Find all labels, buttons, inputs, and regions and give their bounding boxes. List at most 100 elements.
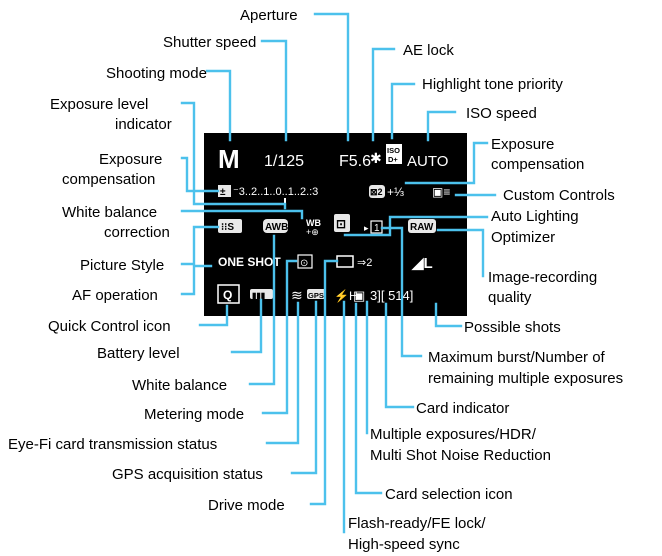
leader-aperture bbox=[313, 12, 350, 142]
label-exp-comp-left-2: compensation bbox=[62, 171, 155, 188]
leader-exp-level bbox=[180, 101, 287, 210]
screen-mode: M bbox=[218, 144, 240, 174]
screen-awb-text: AWB bbox=[265, 222, 288, 233]
screen-eyefi: ≋ bbox=[291, 287, 303, 303]
screen-exp-scale: ⁻3..2..1..0..1..2.:3 bbox=[233, 186, 318, 198]
label-image-quality-1: Image-recording bbox=[488, 269, 597, 286]
leader-lines bbox=[180, 12, 497, 534]
screen-q-icon bbox=[217, 284, 240, 304]
screen-comp-icon-text: ⊠2 bbox=[370, 187, 383, 197]
leader-shutter bbox=[260, 39, 288, 142]
screen-exp-icon bbox=[218, 185, 231, 197]
screen-af: ONE SHOT bbox=[218, 255, 281, 269]
screen-iso-badge bbox=[386, 144, 402, 164]
screen-iso-badge-bottom: D+ bbox=[388, 155, 398, 164]
leader-wb-corr bbox=[180, 209, 304, 220]
screen-metering bbox=[297, 254, 313, 269]
leader-white-balance bbox=[248, 234, 276, 386]
screen-iso-badge-top: ISO bbox=[387, 146, 400, 155]
label-gps: GPS acquisition status bbox=[112, 466, 263, 483]
leader-picture-style bbox=[180, 225, 220, 266]
screen-burst-arrow: ▸ bbox=[364, 223, 369, 233]
screen-battery-text: ▮▮▮ bbox=[252, 291, 265, 300]
leader-gps bbox=[290, 300, 318, 475]
label-metering-mode: Metering mode bbox=[144, 406, 244, 423]
label-exp-comp-right-1: Exposure bbox=[491, 136, 554, 153]
leader-metering bbox=[261, 259, 298, 415]
screen-iso-value: AUTO bbox=[407, 153, 448, 170]
screen-wb-corr-sub: +⊕ bbox=[306, 227, 319, 237]
screen-gps bbox=[307, 289, 326, 299]
label-battery-level: Battery level bbox=[97, 345, 180, 362]
label-max-burst-2: remaining multiple exposures bbox=[428, 370, 623, 387]
label-exposure-level-1: Exposure level bbox=[50, 96, 148, 113]
label-exp-comp-right-2: compensation bbox=[491, 156, 584, 173]
screen-picture-style-text: ⁝⁝S bbox=[221, 222, 234, 233]
leader-mode bbox=[205, 69, 232, 142]
screen-battery bbox=[250, 289, 273, 299]
label-aperture: Aperture bbox=[240, 7, 298, 24]
leader-battery bbox=[230, 298, 263, 354]
label-alo-1: Auto Lighting bbox=[491, 208, 579, 225]
label-wb-correction-1: White balance bbox=[62, 204, 157, 221]
label-white-balance: White balance bbox=[132, 377, 227, 394]
screen-ae-lock: ✱ bbox=[370, 150, 382, 166]
screen-custom-icon: ▣≡ bbox=[432, 185, 450, 199]
leader-highlight bbox=[390, 82, 416, 140]
leader-exp-comp-left bbox=[180, 156, 220, 193]
leader-af bbox=[180, 264, 213, 296]
screen-q-text: Q bbox=[223, 288, 232, 302]
screen-card: ⇒2 bbox=[357, 257, 372, 269]
label-card-selection: Card selection icon bbox=[385, 486, 513, 503]
leader-exp-comp-right bbox=[404, 141, 489, 185]
leader-ae-lock bbox=[371, 47, 396, 142]
screen-metering-text: ⊙ bbox=[300, 258, 308, 269]
screen-shutter: 1/125 bbox=[264, 153, 304, 170]
screen-raw-text: RAW bbox=[410, 222, 434, 233]
label-image-quality-2: quality bbox=[488, 289, 532, 306]
label-drive-mode: Drive mode bbox=[208, 497, 285, 514]
screen-remaining: 3][ 514] bbox=[370, 288, 413, 303]
leader-iso bbox=[426, 110, 457, 142]
screen-comp-value: +⅓ bbox=[387, 185, 404, 199]
screen-picture-style bbox=[218, 219, 242, 233]
leader-quality bbox=[436, 228, 485, 278]
label-possible-shots: Possible shots bbox=[464, 319, 561, 336]
screen-exp-icon-text: ± bbox=[220, 187, 226, 198]
leader-possible bbox=[434, 302, 463, 328]
leader-drive bbox=[309, 259, 339, 506]
screen-gps-text: GPS bbox=[308, 291, 324, 300]
label-iso-speed: ISO speed bbox=[466, 105, 537, 122]
leader-card-indicator bbox=[384, 302, 415, 409]
leader-card-selection bbox=[354, 302, 383, 495]
label-card-indicator: Card indicator bbox=[416, 400, 509, 417]
leader-eyefi bbox=[265, 301, 300, 445]
label-alo-2: Optimizer bbox=[491, 229, 555, 246]
label-flash-1: Flash-ready/FE lock/ bbox=[348, 515, 486, 532]
screen-quality: ◢L bbox=[411, 255, 433, 272]
label-ae-lock: AE lock bbox=[403, 42, 454, 59]
labels: Aperture Shutter speed AE lock Shooting … bbox=[8, 7, 623, 553]
label-quick-control: Quick Control icon bbox=[48, 318, 171, 335]
label-max-burst-1: Maximum burst/Number of bbox=[428, 349, 606, 366]
label-wb-correction-2: correction bbox=[104, 224, 170, 241]
label-eyefi: Eye-Fi card transmission status bbox=[8, 436, 217, 453]
label-exposure-level-2: indicator bbox=[115, 116, 172, 133]
leader-max-burst bbox=[380, 226, 423, 358]
label-shooting-mode: Shooting mode bbox=[106, 65, 207, 82]
screen-wb-corr: WB bbox=[306, 218, 321, 228]
label-multi-exp-1: Multiple exposures/HDR/ bbox=[370, 426, 537, 443]
screen-aperture: F5.6 bbox=[339, 153, 371, 170]
screen-alo-icon bbox=[334, 214, 350, 232]
screen-awb bbox=[263, 219, 288, 233]
screen-flash: ⚡H bbox=[334, 289, 358, 303]
screen-comp-icon bbox=[369, 185, 385, 198]
label-flash-2: High-speed sync bbox=[348, 536, 460, 553]
label-af-operation: AF operation bbox=[72, 287, 158, 304]
label-custom-controls: Custom Controls bbox=[503, 187, 615, 204]
screen-multi: ▣ bbox=[353, 288, 365, 303]
leader-alo bbox=[343, 215, 489, 237]
screen-raw bbox=[408, 219, 436, 233]
label-picture-style: Picture Style bbox=[80, 257, 164, 274]
